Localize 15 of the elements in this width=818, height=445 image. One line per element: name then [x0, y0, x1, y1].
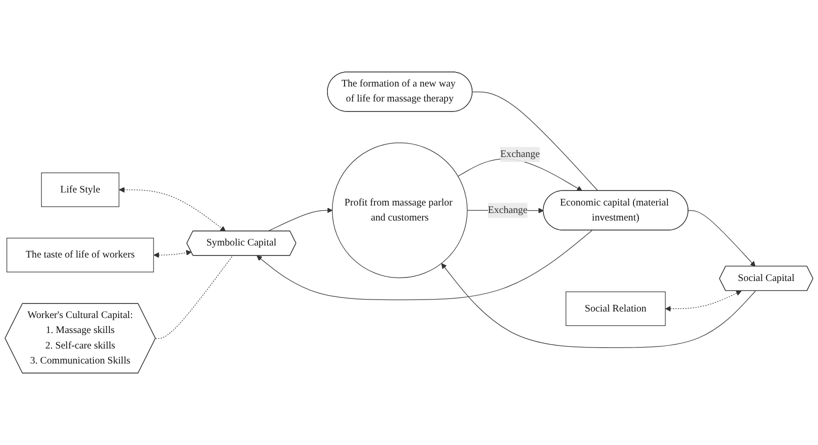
arrow: [665, 290, 742, 312]
edge-label: Exchange: [500, 148, 540, 160]
arrow: [441, 263, 756, 348]
node-box: Social Relation: [566, 291, 666, 326]
node-box: Life Style: [41, 172, 120, 208]
node-circle: Profit from massage parlor and customers: [332, 142, 468, 278]
arrow: [268, 208, 333, 232]
arrow: [119, 187, 226, 232]
arrow: [256, 230, 592, 300]
node-box: The taste of life of workers: [6, 238, 154, 272]
arrow: [688, 210, 756, 267]
connector: [472, 92, 598, 192]
edge-label: Exchange: [488, 204, 528, 216]
arrow: [154, 250, 192, 258]
connector: [155, 255, 233, 339]
